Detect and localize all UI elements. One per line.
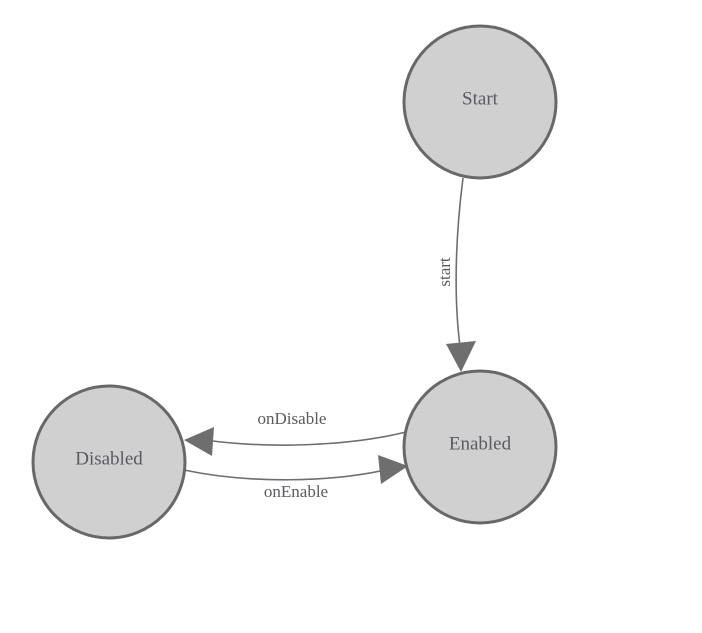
node-start-label: Start	[462, 88, 499, 109]
edge-enabled-to-disabled-arrowhead	[184, 427, 214, 456]
node-disabled-label: Disabled	[75, 448, 143, 469]
edge-label-ondisable: onDisable	[258, 409, 327, 428]
edge-disabled-to-enabled[interactable]: onEnable	[183, 455, 408, 501]
edge-start-to-enabled-arrowhead	[446, 341, 476, 372]
edge-label-onenable: onEnable	[264, 482, 328, 501]
edge-label-start: start	[435, 257, 454, 287]
edge-disabled-to-enabled-path	[183, 469, 386, 481]
node-enabled-circle	[402, 369, 558, 525]
node-enabled[interactable]: Enabled	[402, 369, 558, 525]
node-start-circle	[402, 24, 558, 180]
node-start[interactable]: Start	[402, 24, 558, 180]
node-enabled-label: Enabled	[449, 433, 512, 454]
node-disabled-circle	[31, 384, 187, 540]
edge-start-to-enabled[interactable]: start	[435, 177, 476, 372]
edge-enabled-to-disabled[interactable]: onDisable	[184, 409, 407, 456]
edge-start-to-enabled-path	[455, 177, 464, 347]
edge-disabled-to-enabled-arrowhead	[378, 455, 408, 484]
node-disabled[interactable]: Disabled	[31, 384, 187, 540]
edge-enabled-to-disabled-path	[204, 431, 407, 446]
